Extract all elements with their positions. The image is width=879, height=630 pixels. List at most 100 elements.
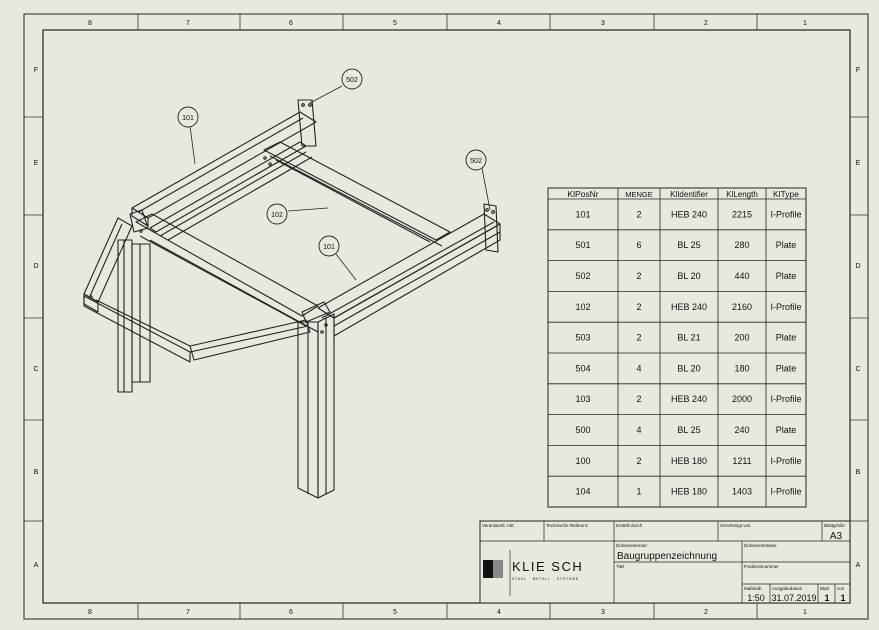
- assembly-drawing: [83, 99, 501, 499]
- tb-massstab-label: Maßstab: [744, 586, 762, 591]
- col-label-bottom: 4: [497, 609, 501, 616]
- bom-cell: I-Profile: [770, 456, 801, 466]
- bom-cell: I-Profile: [770, 394, 801, 404]
- col-label-bottom: 8: [88, 609, 92, 616]
- tb-dokstatus-label: Dokumentstatus: [744, 543, 777, 548]
- bom-header-cell: KlType: [773, 189, 799, 199]
- bom-cell: 2: [636, 456, 641, 466]
- tb-von-value: 1: [840, 593, 845, 603]
- tb-blattgroesse-label: Blattgröße: [824, 523, 845, 528]
- tb-techref-label: Technische Referenz: [546, 523, 589, 528]
- row-label-right: C: [855, 366, 860, 373]
- tb-massstab-value: 1:50: [747, 593, 765, 603]
- bom-table: KlPosNr MENGE KlIdentifier KlLength KlTy…: [547, 187, 807, 508]
- bom-cell: I-Profile: [770, 487, 801, 497]
- bom-cell: HEB 240: [671, 394, 707, 404]
- tb-dokart-label: Dokumentenart: [616, 543, 648, 548]
- row-label-left: B: [34, 469, 39, 476]
- col-label-top: 1: [803, 20, 807, 27]
- bom-cell: 500: [575, 425, 590, 435]
- bom-cell: 2160: [732, 302, 752, 312]
- bom-cell: 1211: [732, 456, 751, 466]
- tb-dokart-value: Baugruppenzeichnung: [617, 551, 717, 562]
- balloon-leaders: [189, 85, 491, 281]
- bom-cell: HEB 180: [671, 456, 707, 466]
- bom-cell: Plate: [776, 425, 797, 435]
- tb-ausgabe-value: 31.07.2019: [771, 593, 816, 603]
- row-label-right: D: [855, 263, 860, 270]
- row-label-right: A: [856, 562, 861, 569]
- bom-cell: 1403: [732, 487, 752, 497]
- bom-cell: 2215: [732, 209, 752, 219]
- row-label-right: B: [856, 469, 861, 476]
- col-label-bottom: 6: [289, 609, 293, 616]
- bom-cell: Plate: [776, 363, 797, 373]
- tb-von-label: von: [837, 586, 845, 591]
- col-label-top: 6: [289, 20, 293, 27]
- bom-cell: 2000: [732, 394, 752, 404]
- bom-cell: 502: [575, 271, 590, 281]
- bom-cell: 180: [734, 363, 749, 373]
- col-label-top: 3: [601, 20, 605, 27]
- bom-cell: BL 20: [677, 363, 700, 373]
- company-logo: KLIE SCH STAHL · METALL · SYSTEME: [483, 550, 583, 596]
- row-label-left: D: [33, 263, 38, 270]
- tb-ausgabe-label: Ausgabedatum: [772, 586, 803, 591]
- bom-cell: 2: [636, 333, 641, 343]
- bom-cell: 1: [636, 487, 641, 497]
- logo-text: KLIE SCH: [512, 559, 583, 574]
- tb-verantw-label: Verantwortl. Abt.: [482, 523, 515, 528]
- balloon-label: 101: [182, 115, 194, 122]
- balloon-circle: [341, 68, 363, 90]
- bom-cell: Plate: [776, 333, 797, 343]
- bom-cell: 104: [575, 487, 590, 497]
- bom-cell: 280: [734, 240, 749, 250]
- bom-cell: 2: [636, 209, 641, 219]
- bom-header-cell: KlLength: [726, 190, 758, 199]
- bom-cell: BL 21: [677, 333, 700, 343]
- tb-titel-label: Titel: [616, 564, 624, 569]
- bom-cell: 2: [636, 302, 641, 312]
- row-label-left: E: [34, 160, 39, 167]
- row-label-left: A: [34, 562, 39, 569]
- bom-cell: HEB 240: [671, 209, 707, 219]
- tb-blattgroesse-value: A3: [830, 531, 843, 542]
- row-label-right: E: [856, 160, 861, 167]
- balloon-circle: [465, 149, 487, 171]
- balloon-circle: [266, 203, 288, 225]
- tb-erstellt-label: Erstellt durch: [616, 523, 643, 528]
- row-label-right: F: [856, 67, 860, 74]
- bom-cell: 200: [734, 333, 749, 343]
- bom-cell: 6: [636, 240, 641, 250]
- balloon-group: 502 101 502 102 101: [177, 68, 487, 257]
- balloon-label: 502: [470, 158, 482, 165]
- bom-cell: 102: [575, 302, 590, 312]
- bom-cell: 100: [575, 456, 590, 466]
- bom-cell: 4: [636, 363, 641, 373]
- bom-cell: 504: [575, 363, 590, 373]
- bom-cell: 101: [575, 209, 590, 219]
- bom-header-cell: KlIdentifier: [670, 190, 708, 199]
- bom-cell: Plate: [776, 240, 797, 250]
- tb-blatt-label: Blatt: [820, 586, 830, 591]
- tb-genehmigt-label: Genehmigt von: [720, 523, 751, 528]
- bom-cell: 240: [734, 425, 749, 435]
- col-label-top: 8: [88, 20, 92, 27]
- col-label-top: 2: [704, 20, 708, 27]
- bom-header-cell: MENGE: [625, 190, 653, 199]
- col-label-bottom: 7: [186, 609, 190, 616]
- bom-cell: 2: [636, 271, 641, 281]
- inner-border: [42, 29, 851, 604]
- tb-blatt-value: 1: [824, 593, 829, 603]
- grid-ticks: [24, 14, 868, 619]
- bom-cell: HEB 240: [671, 302, 707, 312]
- col-label-bottom: 2: [704, 609, 708, 616]
- logo-subtext: STAHL · METALL · SYSTEME: [512, 577, 579, 581]
- bom-cell: 103: [575, 394, 590, 404]
- balloon-circle: [177, 106, 199, 128]
- col-label-top: 4: [497, 20, 501, 27]
- bom-header-cell: KlPosNr: [567, 189, 598, 199]
- row-label-left: C: [33, 366, 38, 373]
